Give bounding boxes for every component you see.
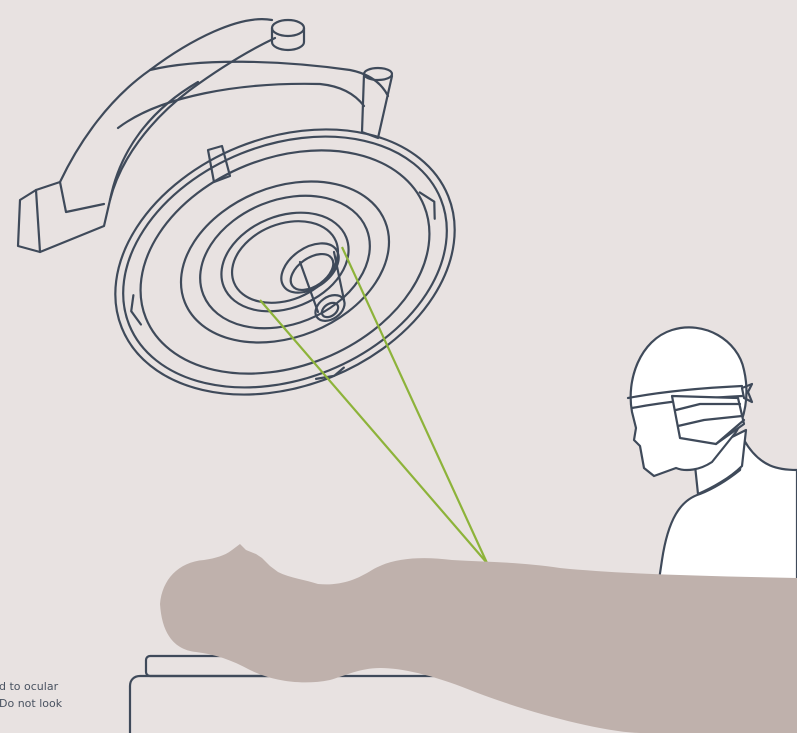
lamp-handle-icon: [280, 242, 346, 322]
laser-beams: [259, 246, 488, 564]
surgical-lamp-icon: [114, 128, 456, 396]
warning-caption-line-2: Do not look: [0, 697, 63, 710]
patient-silhouette-icon: [160, 544, 797, 733]
surgeon-icon: [626, 326, 797, 602]
lamp-arm-icon: [16, 18, 394, 254]
warning-caption-line-1: d to ocular: [0, 680, 59, 693]
